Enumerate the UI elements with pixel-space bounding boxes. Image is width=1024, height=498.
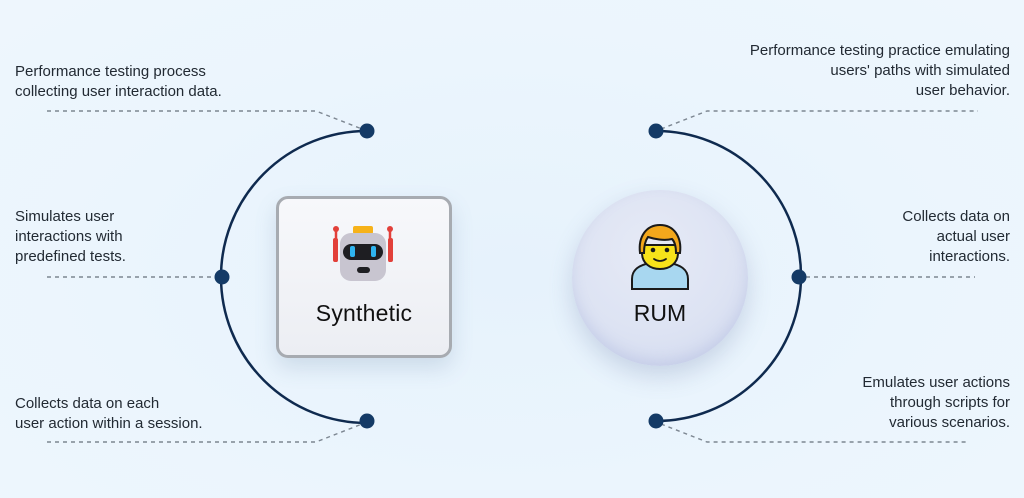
synthetic-card: Synthetic	[276, 196, 452, 358]
synthetic-desc-3: Collects data on each user action within…	[15, 394, 203, 434]
person-icon	[631, 223, 689, 290]
synthetic-leader-1	[47, 110, 363, 130]
rum-circle: RUM	[572, 190, 748, 366]
synthetic-desc-2: Simulates user interactions with predefi…	[15, 207, 126, 267]
rum-node-1	[648, 123, 664, 139]
rum-desc-2: Collects data on actual user interaction…	[902, 207, 1010, 267]
rum-node-2	[791, 269, 807, 285]
rum-node-3	[648, 413, 664, 429]
synthetic-node-3	[359, 413, 375, 429]
synthetic-node-2	[214, 269, 230, 285]
desc-line: Emulates user actions	[862, 374, 1010, 391]
desc-line: Collects data on each	[15, 395, 160, 412]
desc-line: predefined tests.	[15, 248, 126, 265]
rum-desc-1: Performance testing practice emulating u…	[750, 41, 1010, 101]
rum-desc-3: Emulates user actions through scripts fo…	[862, 373, 1010, 433]
desc-line: interactions with	[15, 228, 123, 245]
desc-line: user action within a session.	[15, 415, 203, 432]
robot-icon	[333, 226, 393, 281]
desc-line: Performance testing process	[15, 63, 206, 80]
desc-line: Simulates user	[15, 208, 115, 225]
synthetic-label: Synthetic	[315, 300, 413, 326]
rum-label: RUM	[633, 300, 687, 326]
desc-line: collecting user interaction data.	[15, 83, 222, 100]
synthetic-desc-1: Performance testing process collecting u…	[15, 62, 222, 102]
synthetic-node-1	[359, 123, 375, 139]
rum-leader-3	[660, 423, 968, 443]
desc-line: users' paths with simulated	[830, 62, 1010, 79]
desc-line: interactions.	[929, 248, 1010, 265]
synthetic-leader-3	[47, 423, 363, 443]
desc-line: various scenarios.	[889, 414, 1010, 431]
desc-line: Collects data on	[902, 208, 1010, 225]
rum-leader-1	[660, 110, 978, 130]
desc-line: actual user	[936, 228, 1010, 245]
desc-line: Performance testing practice emulating	[749, 42, 1010, 59]
desc-line: through scripts for	[889, 394, 1010, 411]
desc-line: user behavior.	[915, 82, 1010, 99]
